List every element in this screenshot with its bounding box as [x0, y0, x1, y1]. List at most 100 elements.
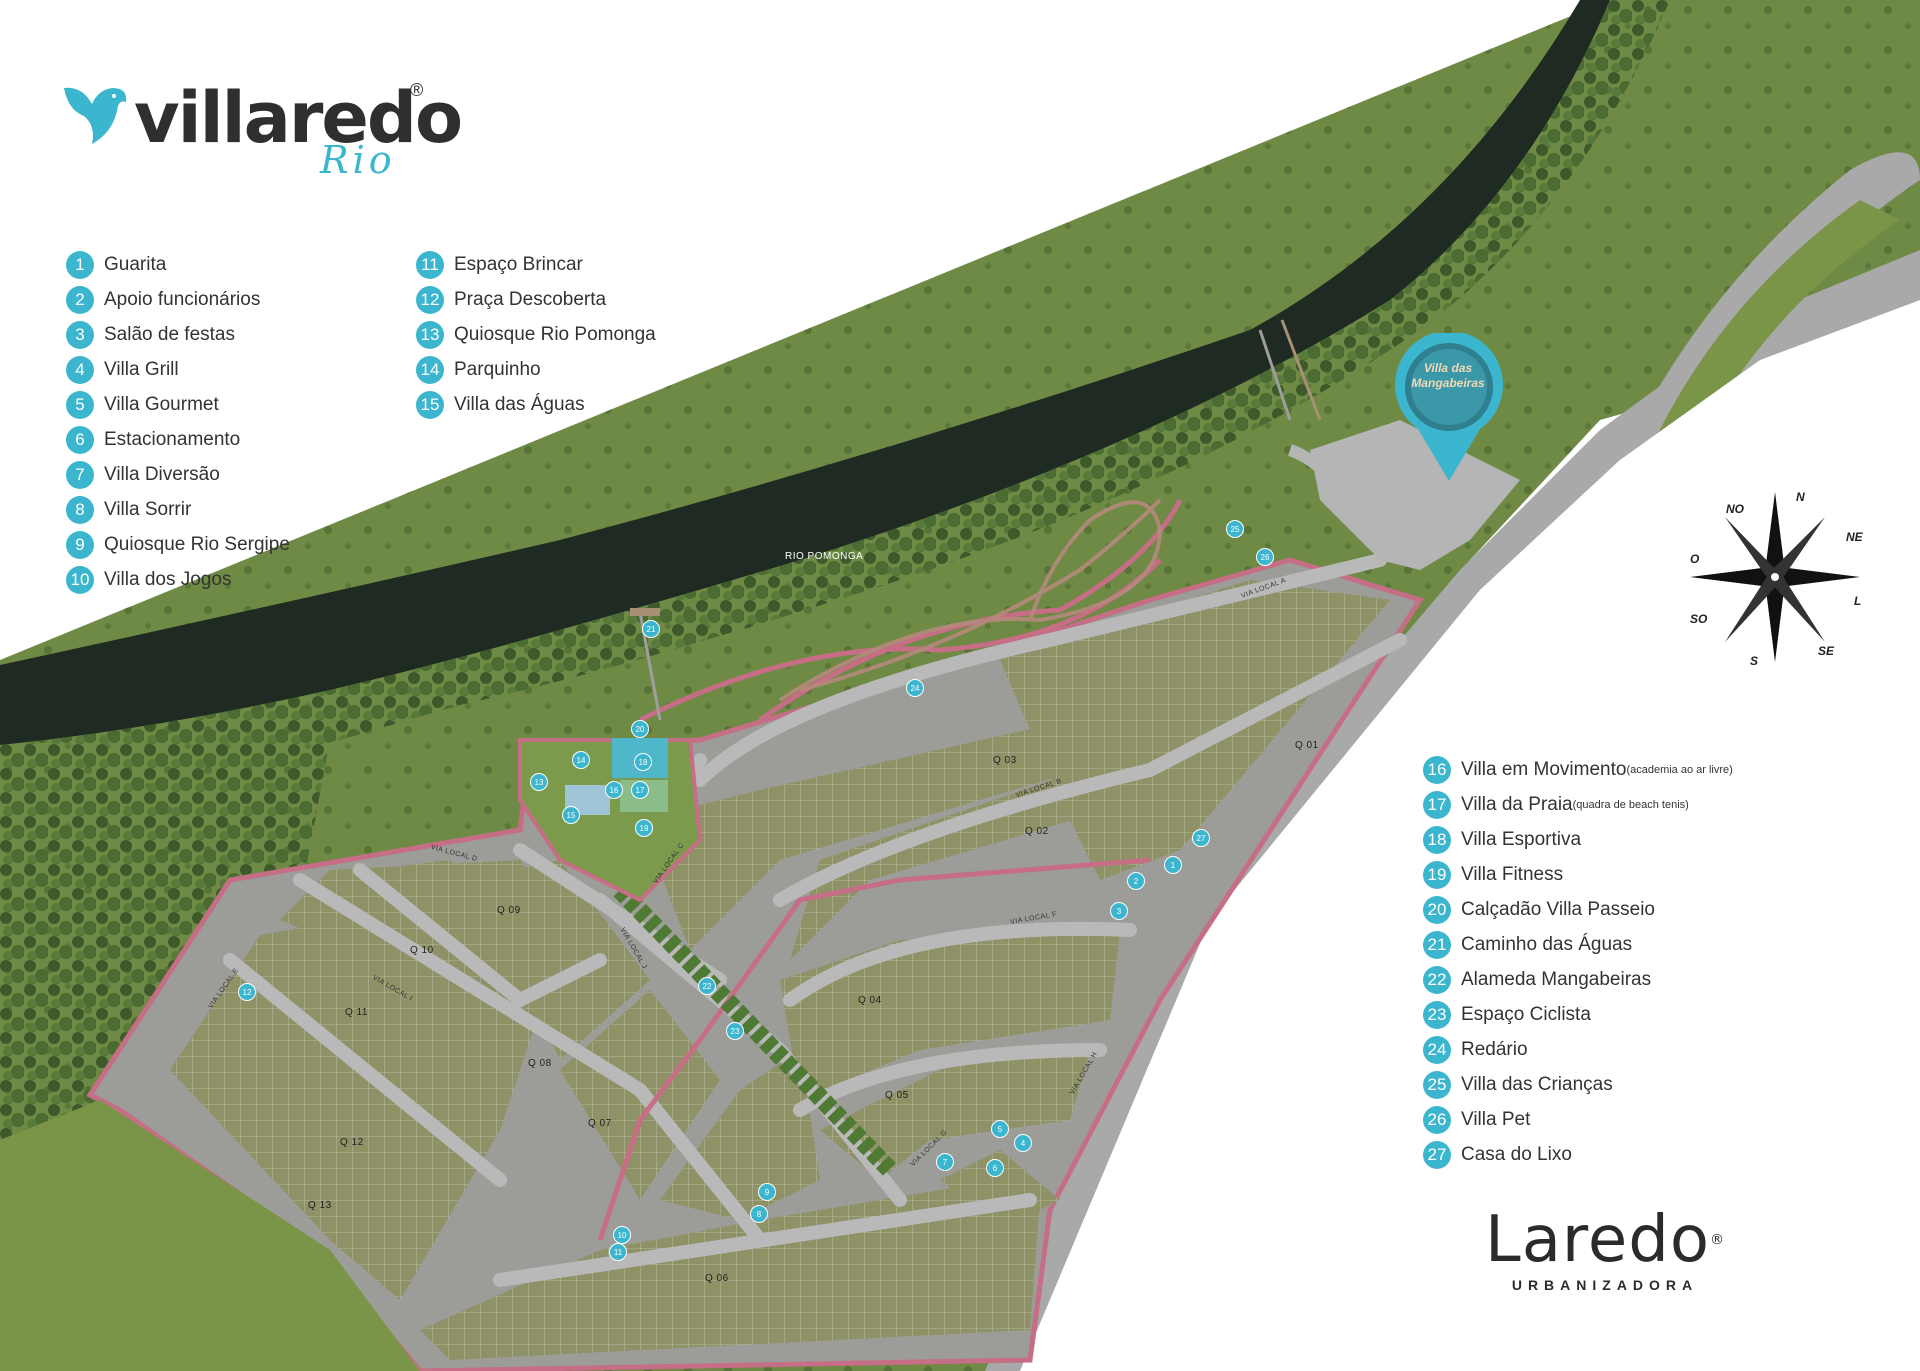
- marker-21[interactable]: 21: [642, 620, 660, 638]
- block-label: Q 10: [410, 945, 434, 956]
- legend-label: Espaço Ciclista: [1461, 1003, 1591, 1025]
- marker-4[interactable]: 4: [1014, 1134, 1032, 1152]
- legend-number-badge: 9: [66, 530, 94, 559]
- legend-label: Villa da Praia: [1461, 793, 1573, 815]
- marker-20[interactable]: 20: [631, 720, 649, 738]
- marker-15[interactable]: 15: [562, 806, 580, 824]
- legend-number-badge: 21: [1423, 930, 1451, 959]
- marker-7[interactable]: 7: [936, 1153, 954, 1171]
- legend-item: 22 Alameda Mangabeiras: [1423, 962, 1733, 997]
- marker-2[interactable]: 2: [1127, 872, 1145, 890]
- marker-19[interactable]: 19: [635, 819, 653, 837]
- marker-6[interactable]: 6: [986, 1159, 1004, 1177]
- legend-label: Villa das Crianças: [1461, 1073, 1613, 1095]
- marker-18[interactable]: 18: [634, 753, 652, 771]
- block-label: Q 11: [345, 1007, 368, 1018]
- legend-label: Espaço Brincar: [454, 253, 583, 275]
- legend-label: Villa Sorrir: [104, 498, 192, 520]
- legend-number-badge: 24: [1423, 1035, 1451, 1064]
- legend-number-badge: 11: [416, 250, 444, 279]
- marker-27[interactable]: 27: [1192, 829, 1210, 847]
- legend-label: Salão de festas: [104, 323, 235, 345]
- marker-10[interactable]: 10: [613, 1226, 631, 1244]
- legend-number-badge: 22: [1423, 965, 1451, 994]
- marker-9[interactable]: 9: [758, 1183, 776, 1201]
- marker-1[interactable]: 1: [1164, 856, 1182, 874]
- legend-label: Quiosque Rio Sergipe: [104, 533, 290, 555]
- marker-3[interactable]: 3: [1110, 902, 1128, 920]
- legend-label: Quiosque Rio Pomonga: [454, 323, 656, 345]
- marker-13[interactable]: 13: [530, 773, 548, 791]
- legend-number-badge: 25: [1423, 1070, 1451, 1099]
- legend-item: 1 Guarita: [66, 247, 290, 282]
- legend-label: Villa Gourmet: [104, 393, 219, 415]
- legend-label: Redário: [1461, 1038, 1528, 1060]
- compass-icon: [1690, 492, 1860, 662]
- legend-label: Caminho das Águas: [1461, 933, 1633, 955]
- compass-no: NO: [1726, 502, 1744, 516]
- legend-label: Calçadão Villa Passeio: [1461, 898, 1655, 920]
- brand-name: villaredo: [134, 77, 463, 159]
- legend-number-badge: 16: [1423, 755, 1451, 784]
- river-label: RIO POMONGA: [785, 551, 864, 562]
- brand-subtitle: Rio: [320, 138, 396, 182]
- marker-17[interactable]: 17: [631, 781, 649, 799]
- legend-number-badge: 26: [1423, 1105, 1451, 1134]
- villa-mangabeiras-pin[interactable]: Villa das Mangabeiras: [1394, 330, 1504, 483]
- legend-number-badge: 4: [66, 355, 94, 384]
- marker-26[interactable]: 26: [1256, 548, 1274, 566]
- marker-23[interactable]: 23: [726, 1022, 744, 1040]
- marker-14[interactable]: 14: [572, 751, 590, 769]
- legend-number-badge: 12: [416, 285, 444, 314]
- legend-item: 21 Caminho das Águas: [1423, 927, 1733, 962]
- legend-number-badge: 13: [416, 320, 444, 349]
- legend-label: Alameda Mangabeiras: [1461, 968, 1652, 990]
- legend-number-badge: 20: [1423, 895, 1451, 924]
- company-name: Laredo®: [1485, 1203, 1725, 1277]
- laredo-logo: Laredo® URBANIZADORA: [1455, 1205, 1755, 1293]
- block-label: Q 07: [588, 1118, 612, 1129]
- block-label: Q 03: [993, 755, 1017, 766]
- compass-s: S: [1750, 654, 1759, 668]
- legend-number-badge: 6: [66, 425, 94, 454]
- legend-number-badge: 1: [66, 250, 94, 279]
- legend-number-badge: 23: [1423, 1000, 1451, 1029]
- legend-number-badge: 27: [1423, 1140, 1451, 1169]
- river: [0, 0, 1920, 745]
- block-label: Q 09: [497, 905, 521, 916]
- marker-8[interactable]: 8: [750, 1205, 768, 1223]
- marker-25[interactable]: 25: [1226, 520, 1244, 538]
- legend-number-badge: 18: [1423, 825, 1451, 854]
- block-label: Q 06: [705, 1273, 729, 1284]
- marker-22[interactable]: 22: [698, 977, 716, 995]
- compass-se: SE: [1818, 644, 1835, 658]
- compass-o: O: [1690, 552, 1700, 566]
- legend-label: Villa das Águas: [454, 393, 585, 415]
- legend-item: 9 Quiosque Rio Sergipe: [66, 527, 290, 562]
- legend-number-badge: 19: [1423, 860, 1451, 889]
- marker-16[interactable]: 16: [605, 781, 623, 799]
- pin-label: Villa das Mangabeiras: [1411, 361, 1485, 390]
- marker-5[interactable]: 5: [991, 1120, 1009, 1138]
- legend-label: Guarita: [104, 253, 167, 275]
- marker-24[interactable]: 24: [906, 679, 924, 697]
- legend-number-badge: 8: [66, 495, 94, 524]
- marker-11[interactable]: 11: [609, 1243, 627, 1261]
- legend-sublabel: (academia ao ar livre): [1626, 763, 1733, 776]
- legend-item: 20 Calçadão Villa Passeio: [1423, 892, 1733, 927]
- legend-item: 18 Villa Esportiva: [1423, 822, 1733, 857]
- legend-label: Villa Esportiva: [1461, 828, 1582, 850]
- marker-12[interactable]: 12: [238, 983, 256, 1001]
